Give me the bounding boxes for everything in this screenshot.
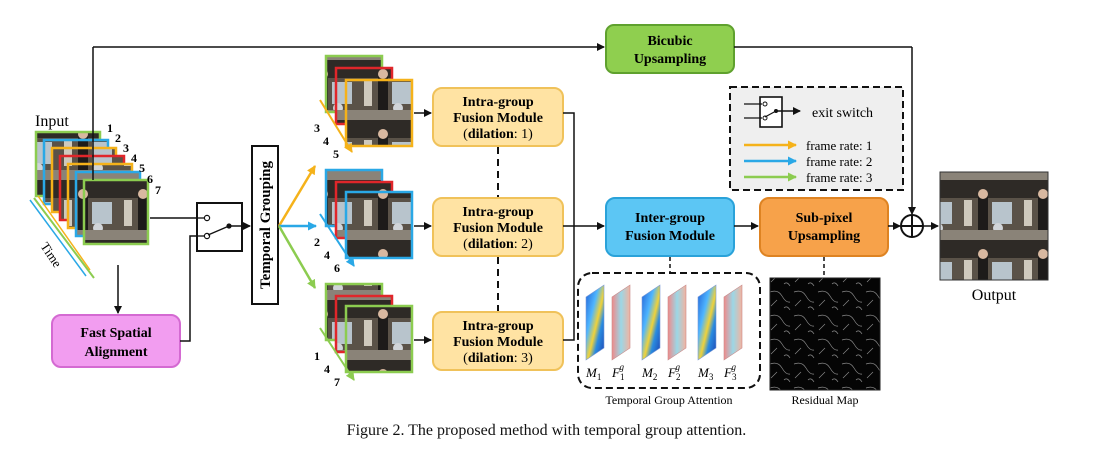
attention-map-label: F1g [611,362,624,382]
group-arrow-green [277,225,317,289]
frame-number: 1 [107,121,113,135]
attention-map-label: F3g [723,362,737,382]
group-frame-number: 4 [324,362,330,376]
group-frame-number: 2 [314,235,320,249]
bicubic-path: Bicubic Upsampling [92,24,916,215]
frame-number: 2 [115,131,121,145]
intra-label-dilation: (dilation: 1) [463,127,533,142]
time-arrow-orange [37,195,91,271]
inter-label-line1: Inter-group [635,211,705,226]
frame-number: 4 [131,151,137,165]
subpixel: Sub-pixel Upsampling [759,197,901,276]
input-frame-numbers: 1 2 3 4 5 6 7 [107,121,161,197]
inter-group-fusion-box [605,197,735,257]
legend: exit switch frame rate: 1 frame rate: 2 … [729,86,904,191]
frame-number: 5 [139,161,145,175]
legend-label: frame rate: 3 [806,170,872,185]
output-image [939,171,1049,281]
exit-switch [196,202,251,252]
attention-map-label: F2g [667,362,680,382]
legend-box [729,86,904,191]
temporal-grouping-label: Temporal Grouping [258,161,274,289]
group-frame-number: 4 [323,134,329,148]
figure-caption: Figure 2. The proposed method with tempo… [346,422,747,439]
input-stack: Input 1 2 3 4 5 6 7 Time [29,113,161,279]
input-label: Input [35,113,69,130]
intra-label-dilation: (dilation: 3) [463,351,533,366]
group-frame-number: 6 [334,261,340,275]
attention-map-label: M3 [697,365,714,382]
frame-number: 7 [155,183,161,197]
intra-label-dilation: (dilation: 2) [463,237,533,252]
group-1: 3 4 5 Intra-group Fusion Module (dilatio… [314,54,564,161]
bicubic-label-line2: Upsampling [634,52,706,67]
intra-group-fusion-1 [432,87,564,147]
legend-label: frame rate: 1 [806,138,872,153]
subpixel-label-line2: Upsampling [788,229,860,244]
temporal-grouping-box [251,145,279,305]
residual-map-image [769,277,881,391]
group-frame-number: 3 [314,121,320,135]
fsa-label-line1: Fast Spatial [80,326,151,341]
method-diagram: Input 1 2 3 4 5 6 7 Time Bicubic Upsampl… [29,24,1049,407]
intra-label-line1: Intra-group [462,205,534,220]
sum-node [900,214,939,238]
group-2: 2 4 6 Intra-group Fusion Module (dilatio… [314,168,564,275]
bicubic-upsampling-box [605,24,735,74]
legend-label: frame rate: 2 [806,154,872,169]
attention-label: Temporal Group Attention [605,393,732,407]
fsa-label-line2: Alignment [85,345,148,360]
group-frame-number: 1 [314,349,320,363]
fsa-path: Fast Spatial Alignment [51,217,196,368]
time-arrow-blue [29,199,87,277]
intra-label-line2: Fusion Module [453,335,543,350]
group-frame-number: 7 [334,375,340,389]
attention-map-label: M2 [641,365,657,382]
group-3: 1 4 7 Intra-group Fusion Module (dilatio… [314,282,564,389]
residual-map-label: Residual Map [792,393,859,407]
output-label: Output [972,287,1017,304]
intra-label-line1: Intra-group [462,95,534,110]
intra-label-line1: Intra-group [462,319,534,334]
input-frame-7 [82,178,150,246]
intra-group-fusion-2 [432,197,564,257]
frame-number: 3 [123,141,129,155]
intra-label-line2: Fusion Module [453,221,543,236]
inter-label-line2: Fusion Module [625,229,715,244]
legend-exit-switch-label: exit switch [812,106,873,121]
intra-group-fusion-3 [432,311,564,371]
subpixel-upsampling-box [759,197,889,257]
attention-map-label: M1 [585,365,601,382]
frame-number: 6 [147,172,153,186]
group-arrow-orange [277,165,317,227]
temporal-grouping: Temporal Grouping [251,145,317,305]
inter-group: Inter-group Fusion Module [605,197,759,272]
subpixel-label-line1: Sub-pixel [796,211,853,226]
time-arrow-green [33,197,95,279]
intra-label-line2: Fusion Module [453,111,543,126]
group-frame-number: 5 [333,147,339,161]
time-label: Time [38,239,66,270]
temporal-group-attention: M1 F1g M2 F2g M3 F3g Temporal Group Atte… [577,272,761,407]
group-frame-number: 4 [324,248,330,262]
bicubic-label-line1: Bicubic [647,34,692,49]
legend-switch-icon [744,96,801,128]
